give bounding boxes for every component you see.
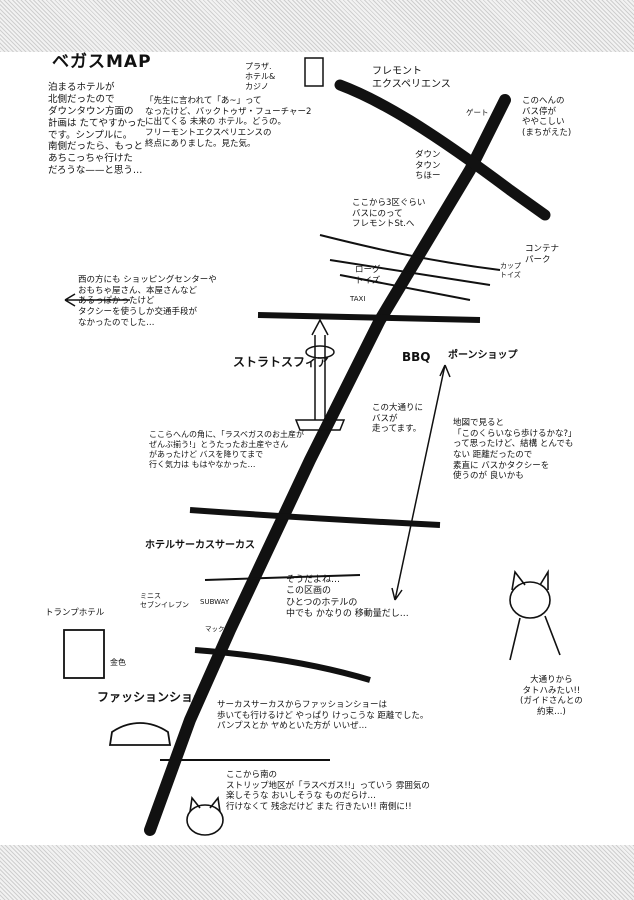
west-arrow <box>64 293 130 307</box>
fremont-street <box>334 79 551 221</box>
label-fremont: フレモント エクスペリエンス <box>372 66 451 90</box>
small-cat-character <box>186 796 224 836</box>
label-pawn: ポーンショップ <box>448 350 518 361</box>
bottom-screentone-band <box>0 845 634 900</box>
note-distance: 地図で見ると 「このくらいなら歩けるかな?」 って思ったけど、結構 とんでも な… <box>453 418 577 482</box>
label-downtown: ダウン タウン ちほー <box>415 150 441 182</box>
plaza-hotel-building <box>304 57 324 87</box>
note-circus: そうだよね… この区画の ひとつのホテルの 中でも かなりの 移動量だし… <box>286 575 409 619</box>
street-3 <box>339 274 471 301</box>
intro-note: 泊まるホテルが 北側だったので ダウンタウン方面の 計画は たてやすかった です… <box>48 82 147 177</box>
cat-caption: 大通りから タトハみたい!! (ガイドさんとの 約束…) <box>520 675 583 717</box>
stratosphere-tower <box>294 318 346 431</box>
label-plaza: プラザ. ホテル& カジノ <box>245 62 276 91</box>
label-subway: SUBWAY <box>200 598 230 606</box>
note-walkable: サーカスサーカスからファッションショーは 歩いても行けるけど やっぱり けっこう… <box>217 700 429 732</box>
street-2 <box>329 259 491 286</box>
label-cupid: カップ トイズ <box>500 262 521 279</box>
note-souvenir: ここらへんの角に、「ラスベガスのお土産が ぜんぶ揃う!」とうたったお土産やさん … <box>149 430 305 469</box>
note-west-shopping: 西の方にも ショッピングセンターや おもちゃ屋さん、本屋さんなど あるっぽかった… <box>78 275 217 328</box>
label-route3: ここから3区ぐらい バスにのって フレモントSt.へ <box>352 198 426 230</box>
main-boulevard <box>144 94 511 836</box>
street-7 <box>194 647 371 683</box>
label-gate: ゲート <box>466 108 489 117</box>
label-container-park: コンテナ パーク <box>525 244 560 265</box>
label-mac: マック <box>205 625 225 633</box>
cat-character <box>509 569 561 661</box>
label-circus-sub: ミニス セブンイレブン <box>140 592 189 609</box>
top-screentone-band <box>0 0 634 52</box>
street-4 <box>257 312 481 323</box>
label-trump: トランプホテル <box>45 608 105 618</box>
label-bbq: BBQ <box>402 350 431 364</box>
trump-hotel-building <box>63 629 105 679</box>
fashion-show-building <box>108 722 172 746</box>
label-bus-note: このへんの バス停が ややこしい (まちがえた) <box>522 96 572 138</box>
street-6 <box>204 574 361 581</box>
note-future-hotel: 「先生に言われて「あ~」って なったけど、バックトゥザ・フューチャー2 に出てく… <box>145 96 312 149</box>
label-taxi: TAXI <box>350 295 366 303</box>
label-gold: 金色 <box>110 658 126 667</box>
label-fashion: ファッションショー <box>97 690 206 704</box>
distance-arrow <box>391 364 451 601</box>
page-title: ベガスMAP <box>52 52 152 72</box>
label-rogue: ローグ トイズ <box>355 265 381 286</box>
street-5 <box>189 507 441 528</box>
label-circus: ホテルサーカスサーカス <box>145 540 255 551</box>
street-1 <box>319 234 501 271</box>
label-main-street: この大通りに バスが 走ってます。 <box>372 403 424 435</box>
label-stratosphere: ストラトスフィア <box>233 355 329 369</box>
note-south-strip: ここから南の ストリップ地区が「ラスベガス!!」っていう 雰囲気の 楽しそうな … <box>226 770 430 812</box>
